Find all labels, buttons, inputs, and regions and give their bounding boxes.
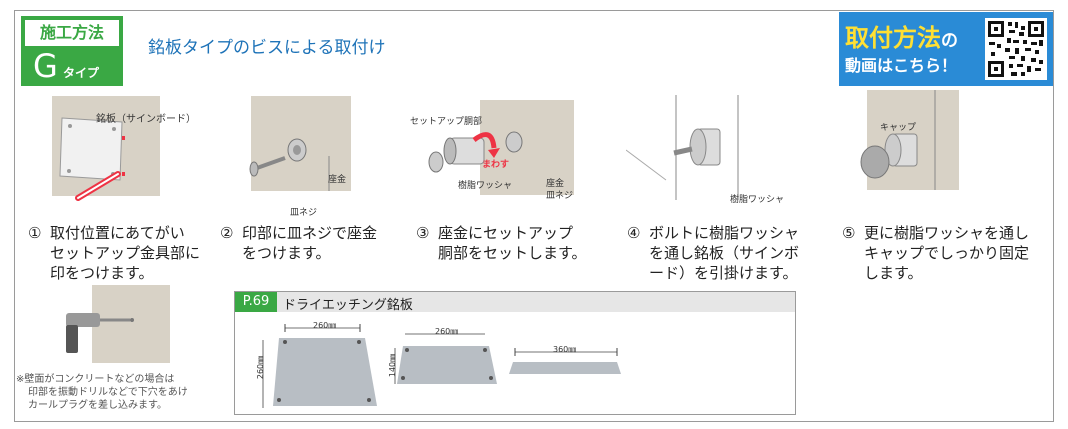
- video-banner-title-suffix: の: [941, 31, 958, 51]
- figure-step5: [839, 90, 959, 195]
- step-1-number: ①: [28, 224, 42, 242]
- figure-step3: [414, 100, 574, 200]
- step-3-text-line1: 座金にセットアップ: [438, 224, 574, 242]
- page-title: 銘板タイプのビスによる取付け: [148, 38, 386, 58]
- step-3: ③ 座金にセットアップ 胴部をセットします。: [416, 223, 606, 263]
- figure2-label-zagane: 座金: [328, 175, 347, 185]
- page-reference-tag[interactable]: P.69: [235, 292, 277, 312]
- step-3-text-line2: 胴部をセットします。: [438, 244, 587, 262]
- step-5-text-line2: キャップでしっかり固定: [864, 244, 1030, 262]
- figure3-label-mawasu: まわす: [482, 160, 510, 170]
- figure3-label-zagane: 座金: [546, 179, 565, 189]
- badge-type-label: タイプ: [63, 66, 100, 80]
- related-product-title: ドライエッチング銘板: [283, 298, 413, 313]
- step-2: ② 印部に皿ネジで座金 をつけます。: [220, 223, 400, 263]
- plate2-height: 140㎜: [388, 353, 398, 378]
- figure3-label-washer: 樹脂ワッシャ: [458, 181, 513, 191]
- step-5: ⑤ 更に樹脂ワッシャを通し キャップでしっかり固定 します。: [842, 223, 1052, 283]
- plate1-width: 260㎜: [313, 321, 337, 330]
- step-4-text-line1: ボルトに樹脂ワッシャ: [649, 224, 800, 242]
- video-banner-title: 取付方法: [845, 24, 941, 52]
- step-3-number: ③: [416, 224, 430, 242]
- figure1-label-signboard: 銘板（サインボード）: [96, 114, 196, 125]
- note-concrete: ※壁面がコンクリートなどの場合は 印部を振動ドリルなどで下穴をあけ カールプラグ…: [16, 373, 188, 412]
- figure-step1: [40, 96, 160, 201]
- step-1: ① 取付位置にあてがい セットアップ金具部に 印をつけます。: [28, 223, 228, 283]
- badge-method-label: 施工方法: [25, 20, 119, 46]
- method-badge: 施工方法 G タイプ: [21, 16, 123, 86]
- figure-drill: [60, 285, 170, 367]
- video-link-banner[interactable]: 取付方法の 動画はこちら！: [839, 12, 1053, 86]
- step-4: ④ ボルトに樹脂ワッシャ を通し銘板（サインボ ード）を引掛けます。: [627, 223, 827, 283]
- figure3-label-setup: セットアップ胴部: [410, 117, 483, 127]
- content-frame: [14, 10, 1054, 422]
- step-4-number: ④: [627, 224, 641, 242]
- step-5-text-line1: 更に樹脂ワッシャを通し: [864, 224, 1030, 242]
- step-2-text-line1: 印部に皿ネジで座金: [242, 224, 378, 242]
- step-4-text-line2: を通し銘板（サインボ: [649, 244, 800, 262]
- step-1-text-line2: セットアップ金具部に: [50, 244, 201, 262]
- related-product-box: P.69 ドライエッチング銘板 260㎜ 260㎜ 260㎜ 140㎜ 360㎜: [234, 291, 796, 415]
- figure5-label-cap: キャップ: [880, 123, 917, 133]
- step-4-text-line3: ード）を引掛けます。: [649, 264, 798, 282]
- note-line3: カールプラグを差し込みます。: [28, 400, 167, 411]
- figure4-label-washer: 樹脂ワッシャ: [730, 195, 785, 205]
- note-line2: 印部を振動ドリルなどで下穴をあけ: [28, 387, 188, 398]
- figure2-label-screw: 皿ネジ: [290, 208, 318, 218]
- plate1-height: 260㎜: [256, 355, 266, 380]
- figure3-label-screw: 皿ネジ: [546, 191, 574, 201]
- badge-letter: G: [33, 47, 58, 85]
- figure-step4: [625, 95, 746, 200]
- plate2-width: 260㎜: [435, 327, 459, 336]
- step-5-number: ⑤: [842, 224, 856, 242]
- step-5-text-line3: します。: [864, 264, 923, 282]
- qr-code-icon[interactable]: [985, 18, 1047, 80]
- step-1-text-line1: 取付位置にあてがい: [50, 224, 185, 242]
- figure-step2: [241, 96, 361, 201]
- plate3-width: 360㎜: [553, 345, 577, 354]
- step-2-number: ②: [220, 224, 234, 242]
- plates-illustration: [262, 324, 621, 408]
- step-1-text-line3: 印をつけます。: [50, 264, 154, 282]
- step-2-text-line2: をつけます。: [242, 244, 331, 262]
- video-banner-subtitle: 動画はこちら！: [845, 56, 958, 75]
- note-line1: ※壁面がコンクリートなどの場合は: [16, 374, 175, 385]
